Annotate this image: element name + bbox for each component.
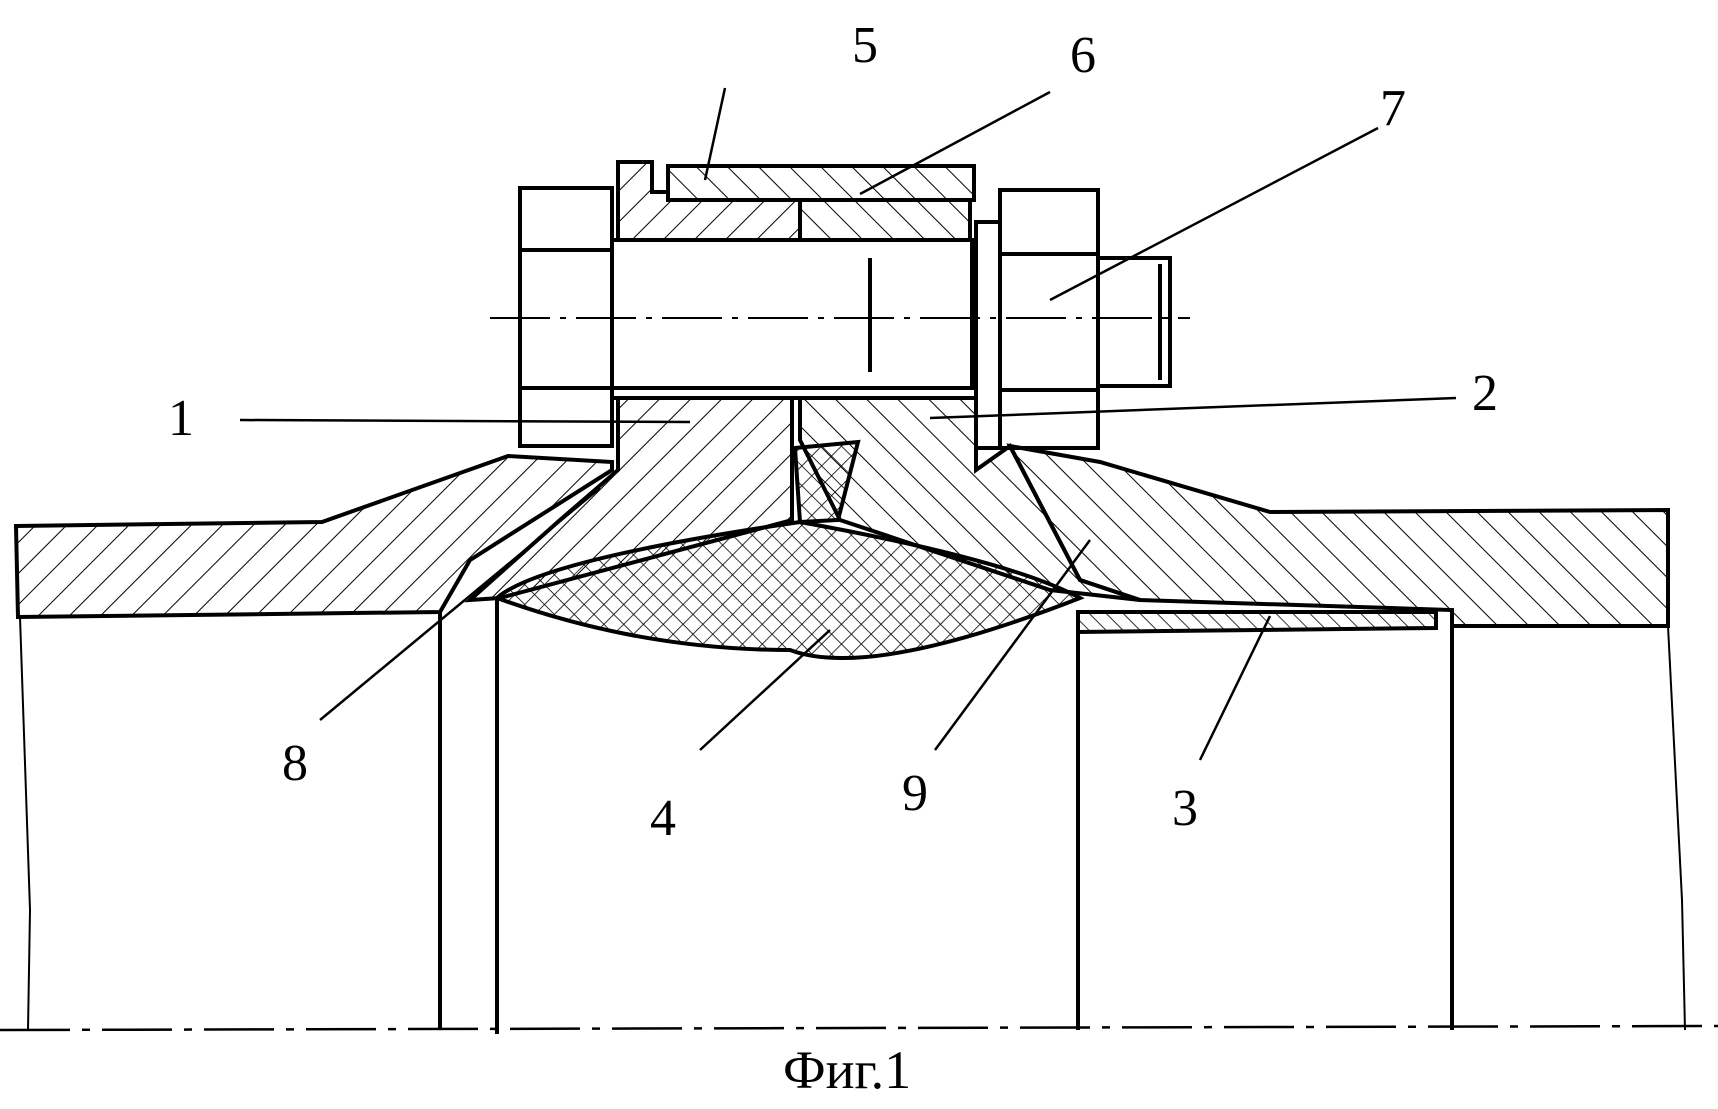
label-8: 8 (282, 735, 308, 792)
label-1: 1 (168, 390, 194, 447)
clamp-cover (668, 166, 974, 200)
label-6: 6 (1070, 27, 1096, 84)
inner-liner (1078, 612, 1436, 632)
figure-caption: Фиг.1 (783, 1040, 911, 1100)
label-3: 3 (1172, 780, 1198, 837)
right-tube-wall (1010, 446, 1668, 626)
clamp-ring-right (800, 200, 970, 240)
label-4: 4 (650, 790, 676, 847)
pipe-walls (20, 600, 1685, 1034)
label-2: 2 (1472, 365, 1498, 422)
label-7: 7 (1380, 80, 1406, 137)
bottom-axis-line (0, 1026, 1718, 1030)
label-5: 5 (852, 17, 878, 74)
label-9: 9 (902, 765, 928, 822)
